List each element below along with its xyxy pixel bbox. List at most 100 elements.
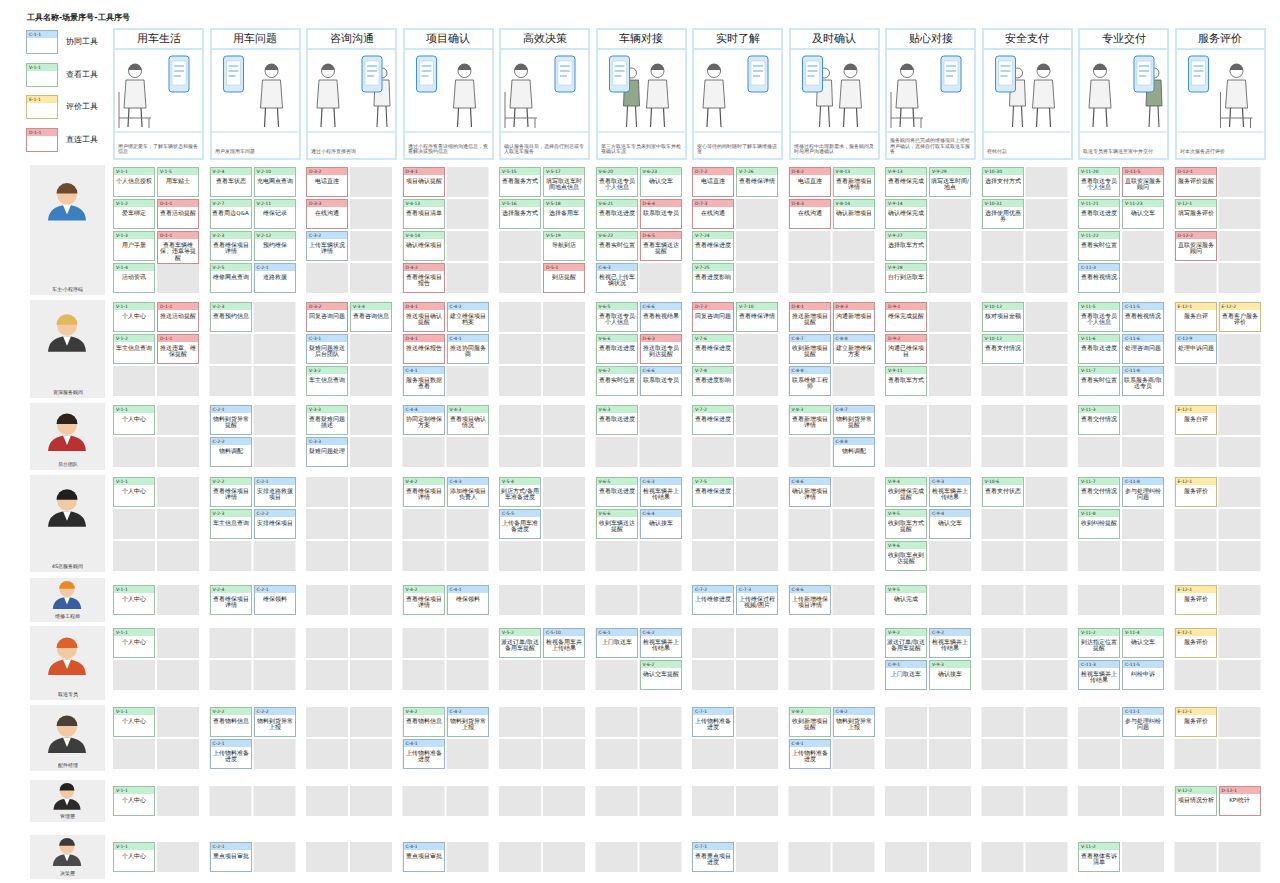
empty-slot [403, 786, 445, 816]
empty-slot [403, 437, 445, 467]
empty-slot [157, 786, 199, 816]
empty-slot [929, 739, 971, 769]
empty-slot [210, 231, 252, 261]
tool-card: C-11-3检视车辆并上传结果 [1078, 660, 1120, 690]
phone-lines [560, 66, 570, 76]
person-body [510, 80, 532, 108]
tool-card: V-12-1填写服务评价 [1175, 199, 1217, 229]
empty-slot [306, 707, 348, 737]
tool-text: V-2-7 [211, 200, 251, 207]
empty-slot [499, 660, 541, 690]
tool-text: 查看实时位置 [597, 239, 637, 250]
empty-slot [1078, 786, 1120, 816]
empty-slot [929, 786, 971, 816]
avatar-body [48, 336, 86, 352]
tool-card: V-4-13查看项目清单 [403, 199, 445, 229]
tool-text: C-5-5 [500, 510, 540, 517]
empty-slot [640, 231, 682, 261]
tool-text: 选择服务方式 [500, 207, 540, 218]
tool-text: V-6-2 [641, 661, 681, 668]
phone [1134, 56, 1154, 92]
empty-slot [210, 786, 252, 816]
tool-text: C-7-3 [737, 586, 777, 593]
tool-card: V-1-1个人中心 [113, 786, 155, 816]
avatar-hair [57, 489, 78, 500]
tool-text: V-8-13 [834, 168, 874, 175]
tool-card: D-6-4联系取送专员 [640, 199, 682, 229]
empty-slot [789, 660, 831, 690]
empty-slot [640, 302, 682, 332]
empty-slot [350, 405, 392, 435]
empty-slot [929, 199, 971, 229]
tool-text: 个人信息授权 [114, 175, 154, 186]
empty-slot [543, 660, 585, 690]
stage-header: 实时了解安心等待的同时随时了解车辆维修进度 [692, 28, 783, 160]
header-text: 第三方取送车专员来到家中取车并检视确认车况 [601, 144, 682, 155]
phone-lines [1194, 66, 1204, 76]
tool-card: V-5-16选择服务方式 [499, 199, 541, 229]
role-avatars [30, 165, 105, 879]
empty-slot [640, 509, 682, 539]
empty-slot [1219, 585, 1261, 615]
empty-slot [1219, 707, 1261, 737]
scene [115, 56, 202, 132]
empty-slot [1219, 334, 1261, 364]
empty-slot [885, 660, 927, 690]
empty-slot [982, 437, 1024, 467]
tool-card: V-9-11查看取车方式 [885, 366, 927, 396]
role-panel [30, 780, 105, 822]
empty-slot [499, 786, 541, 816]
avatar-hair [57, 715, 78, 726]
empty-slot [210, 405, 252, 435]
empty-slot [210, 739, 252, 769]
tool-card: E-12-1服务自评 [1175, 302, 1217, 332]
tool-text: 查看取送专员个人信息 [1079, 175, 1119, 193]
empty-slot [640, 786, 682, 816]
empty-slot [499, 302, 541, 332]
tool-text: D-8-2 [790, 168, 830, 175]
tool-text: 个人中心 [114, 593, 154, 604]
tool-text: 电话直连 [693, 175, 733, 186]
tool-text: D-12-1 [1220, 787, 1260, 794]
tool-text: C-8-8 [834, 335, 874, 342]
tool-card: V-4-2查看维保项目详情 [403, 585, 445, 615]
tool-text: V-2-5 [211, 264, 251, 271]
chair [891, 92, 923, 128]
empty-slot [929, 437, 971, 467]
empty-slot [254, 405, 296, 435]
phone [1189, 56, 1209, 92]
empty-slot [789, 231, 831, 261]
tool-text: 查看维保项目详情 [404, 593, 444, 611]
tool-text: C-3-1 [307, 335, 347, 342]
tool-text: V-4-2 [404, 478, 444, 485]
tool-text: V-1-2 [114, 200, 154, 207]
empty-slot [447, 739, 489, 769]
tool-text: 填写服务评价 [1176, 207, 1216, 218]
avatar-body [53, 854, 81, 866]
phone-screen [806, 61, 820, 85]
tool-text: 检视车辆并上传结果 [930, 485, 970, 503]
empty-slot [447, 628, 489, 658]
tool-text: 确认维保项目 [404, 239, 444, 250]
empty-slot [640, 585, 682, 615]
tool-text: V-10-12 [983, 303, 1023, 310]
tool-text: V-1-1 [114, 708, 154, 715]
tool-text: 查看进度影响 [693, 374, 733, 385]
phone-lines [946, 66, 956, 76]
tool-text: V-9-11 [886, 367, 926, 374]
tool-card: V-2-3查看预约信息 [210, 302, 252, 332]
tool-card: D-12-1KPI统计 [1219, 786, 1261, 816]
tool-text: 在线沟通 [790, 207, 830, 218]
tool-card: C-8-7物料到货异常提醒 [833, 405, 875, 435]
scene [501, 56, 588, 132]
tool-card: E-12-1服务评价 [1175, 707, 1217, 737]
empty-slot [1175, 405, 1217, 435]
tool-card: C-4-1服务项目数据查看 [403, 366, 445, 396]
tool-card: C-9-1上门取送车 [885, 660, 927, 690]
tool-text: 上门取送车 [597, 636, 637, 647]
empty-slot [1026, 167, 1068, 197]
tool-card: C-2-1物料到货异常提醒 [210, 405, 252, 435]
tool-card: V-8-14确认新增项目 [833, 199, 875, 229]
tool-text: 维保领料 [255, 593, 295, 604]
